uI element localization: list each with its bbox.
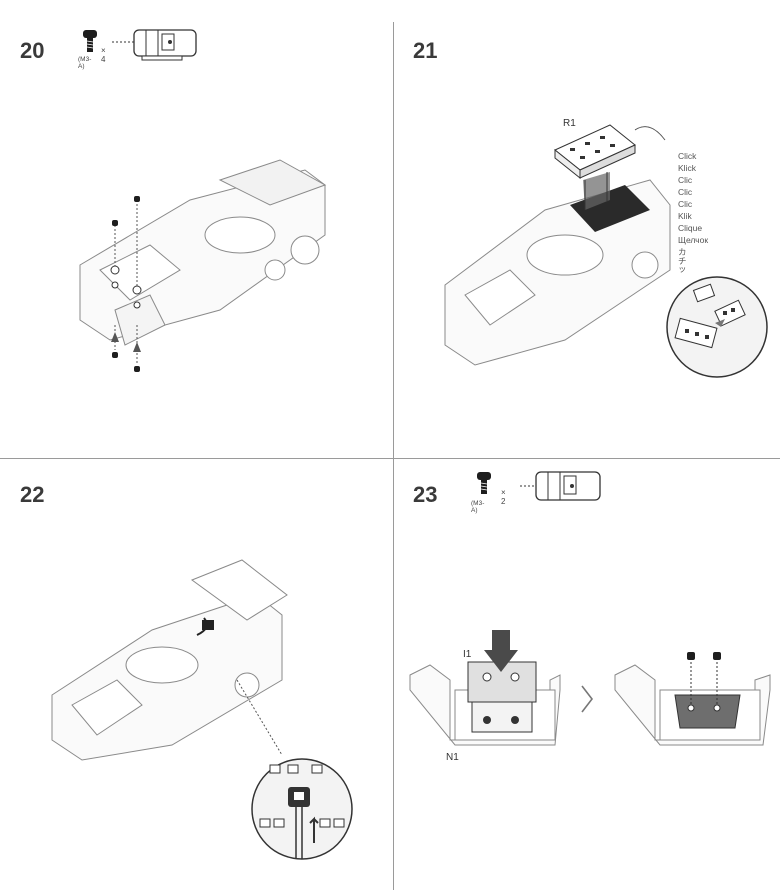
frame-illustration <box>51 559 288 761</box>
arrow-down-icon <box>484 630 518 672</box>
screw-icon <box>83 30 97 52</box>
part-label-r1: R1 <box>563 118 576 129</box>
bracket-screwed-illustration <box>614 652 771 746</box>
screw-location-diagram-icon <box>112 29 197 61</box>
frame-illustration <box>79 159 327 372</box>
horizontal-divider <box>0 458 780 459</box>
step-number: 22 <box>20 482 45 507</box>
step-number: 20 <box>20 38 45 63</box>
magnifier-circle-icon <box>251 758 353 860</box>
screw-count: × 4 <box>101 46 106 64</box>
vertical-divider <box>393 22 394 890</box>
screw-type-label: (M3-A) <box>471 500 485 514</box>
screw-type-label: (M3-A) <box>78 56 92 70</box>
screw-icon <box>477 472 491 494</box>
part-label-i1: I1 <box>463 649 472 660</box>
bracket-install-illustration <box>409 630 561 746</box>
screw-count: × 2 <box>501 488 506 506</box>
screw-location-diagram-icon <box>520 471 601 501</box>
step-number: 21 <box>413 38 438 63</box>
frame-illustration <box>444 124 671 366</box>
part-label-n1: N1 <box>446 752 459 763</box>
step-number: 23 <box>413 482 438 507</box>
chevron-right-icon <box>581 685 594 713</box>
magnifier-circle-icon <box>666 276 768 378</box>
